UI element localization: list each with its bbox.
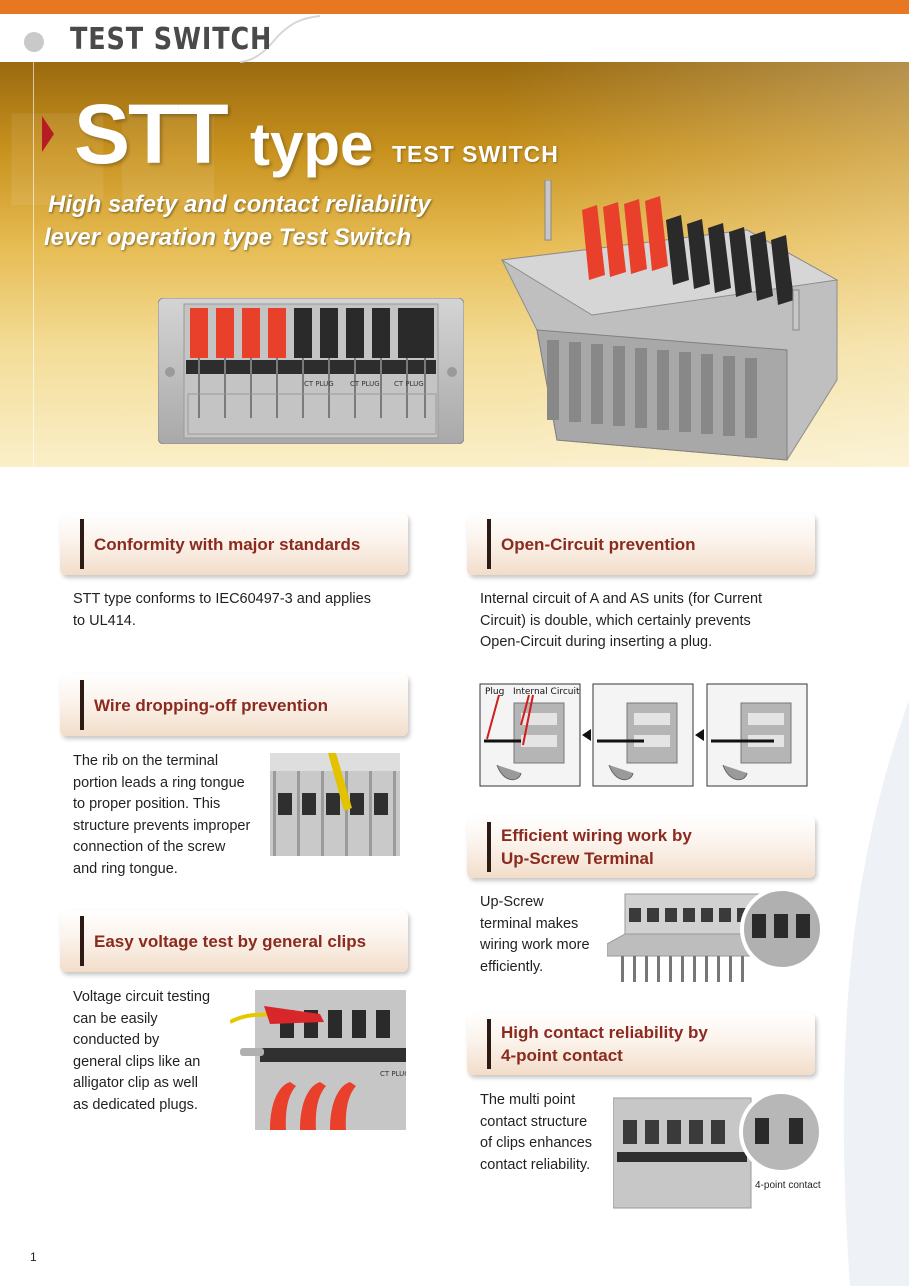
efficient-wiring-body: Up-Screw terminal makes wiring work more…: [480, 892, 610, 978]
body-line: efficiently.: [480, 958, 544, 975]
step-arrow-icon: [695, 729, 704, 741]
body-line: Open-Circuit during inserting a plug.: [480, 634, 713, 650]
body-line: Circuit) is double, which certainly prev…: [480, 612, 751, 629]
title-arrow-icon: [42, 116, 54, 152]
section-title: Easy voltage test by general clips: [94, 932, 367, 951]
step-arrow-icon: [582, 729, 591, 741]
body-line: The rib on the terminal: [73, 753, 219, 769]
body-line: can be easily: [73, 1010, 158, 1027]
body-line: structure prevents improper: [73, 817, 251, 834]
body-line: The multi point: [480, 1092, 576, 1108]
diagram-internal-label: Internal Circuit: [513, 687, 580, 697]
body-line: alligator clip as well: [73, 1075, 198, 1091]
page-number: 1: [30, 1250, 37, 1264]
section-card-efficient-wiring: Efficient wiring work by Up-Screw Termin…: [467, 816, 815, 878]
section-card-voltage-test: Easy voltage test by general clips: [60, 910, 408, 972]
body-line: STT type conforms to IEC60497-3 and appl…: [73, 591, 371, 607]
product-isometric-image: [500, 180, 839, 461]
section-card-contact-reliability: High contact reliability by 4-point cont…: [467, 1013, 815, 1075]
section-tab: [0, 14, 320, 63]
alligator-clip-photo: CT PLUG: [230, 990, 406, 1130]
tab-bullet-icon: [24, 32, 44, 52]
card-accent-bar: [80, 519, 84, 569]
tagline-line-1: High safety and contact reliability: [48, 191, 431, 218]
card-accent-bar: [80, 916, 84, 966]
hero-divider-line: [33, 62, 34, 467]
card-accent-bar: [487, 822, 491, 872]
up-screw-terminal-photo: [607, 887, 822, 982]
section-title: High contact reliability by 4-point cont…: [501, 1021, 708, 1067]
product-title: STT: [74, 87, 229, 181]
section-title: Efficient wiring work by Up-Screw Termin…: [501, 824, 692, 870]
tagline-line-2: lever operation type Test Switch: [44, 224, 412, 251]
diagram-plug-label: Plug: [485, 687, 504, 697]
body-line: to proper position. This: [73, 796, 221, 812]
body-line: portion leads a ring tongue: [73, 774, 245, 791]
product-title-type: type: [250, 111, 374, 178]
card-accent-bar: [80, 680, 84, 730]
open-circuit-diagram: Plug Internal Circuit: [479, 683, 808, 787]
product-front-view-image: CT PLUG CT PLUG CT PLUG: [158, 298, 464, 444]
body-line: Internal circuit of A and AS units (for …: [480, 591, 763, 607]
section-title-line-1: Efficient wiring work by: [501, 826, 692, 845]
body-line: and ring tongue.: [73, 860, 178, 877]
card-accent-bar: [487, 1019, 491, 1069]
body-line: Voltage circuit testing: [73, 989, 211, 1005]
body-line: Up-Screw: [480, 894, 544, 910]
front-plug-label-2: CT PLUG: [350, 380, 380, 388]
body-line: as dedicated plugs.: [73, 1096, 198, 1113]
section-title-line-1: High contact reliability by: [501, 1023, 708, 1042]
four-point-caption: 4-point contact: [755, 1180, 821, 1191]
product-subtitle: TEST SWITCH: [392, 141, 559, 167]
body-line: wiring work more: [480, 937, 590, 953]
section-title-line-2: 4-point contact: [501, 1046, 623, 1065]
background-watermark: ■■: [0, 62, 226, 260]
body-line: of clips enhances: [480, 1135, 593, 1151]
front-plug-label-1: CT PLUG: [304, 380, 334, 388]
section-title: Open-Circuit prevention: [501, 535, 696, 554]
top-accent-bar: [0, 0, 909, 14]
voltage-test-body: Voltage circuit testing can be easily co…: [73, 987, 253, 1116]
contact-reliability-body: The multi point contact structure of cli…: [480, 1090, 610, 1176]
conformity-body: STT type conforms to IEC60497-3 and appl…: [73, 589, 413, 632]
card-accent-bar: [487, 519, 491, 569]
body-line: contact reliability.: [480, 1156, 591, 1173]
body-line: terminal makes: [480, 915, 579, 932]
hero-tagline: High safety and contact reliability leve…: [44, 188, 431, 254]
section-tab-label: TEST SWITCH: [70, 22, 273, 57]
section-title: Wire dropping-off prevention: [94, 696, 329, 715]
clip-photo-plug-label: CT PLUG: [380, 1070, 406, 1078]
section-card-open-circuit: Open-Circuit prevention: [467, 513, 815, 575]
four-point-contact-photo: [613, 1090, 823, 1209]
section-card-wire-dropping: Wire dropping-off prevention: [60, 674, 408, 736]
decorative-swoosh: [843, 700, 909, 1286]
body-line: contact structure: [480, 1113, 588, 1130]
body-line: conducted by: [73, 1032, 160, 1048]
wire-dropping-body: The rib on the terminal portion leads a …: [73, 751, 273, 880]
section-title: Conformity with major standards: [94, 535, 361, 554]
open-circuit-body: Internal circuit of A and AS units (for …: [480, 589, 820, 654]
terminal-rib-photo: [270, 753, 400, 856]
body-line: general clips like an: [73, 1053, 201, 1070]
section-card-conformity: Conformity with major standards: [60, 513, 408, 575]
body-line: connection of the screw: [73, 839, 226, 855]
front-plug-label-3: CT PLUG: [394, 380, 424, 388]
body-line: to UL414.: [73, 612, 136, 629]
section-title-line-2: Up-Screw Terminal: [501, 849, 654, 868]
